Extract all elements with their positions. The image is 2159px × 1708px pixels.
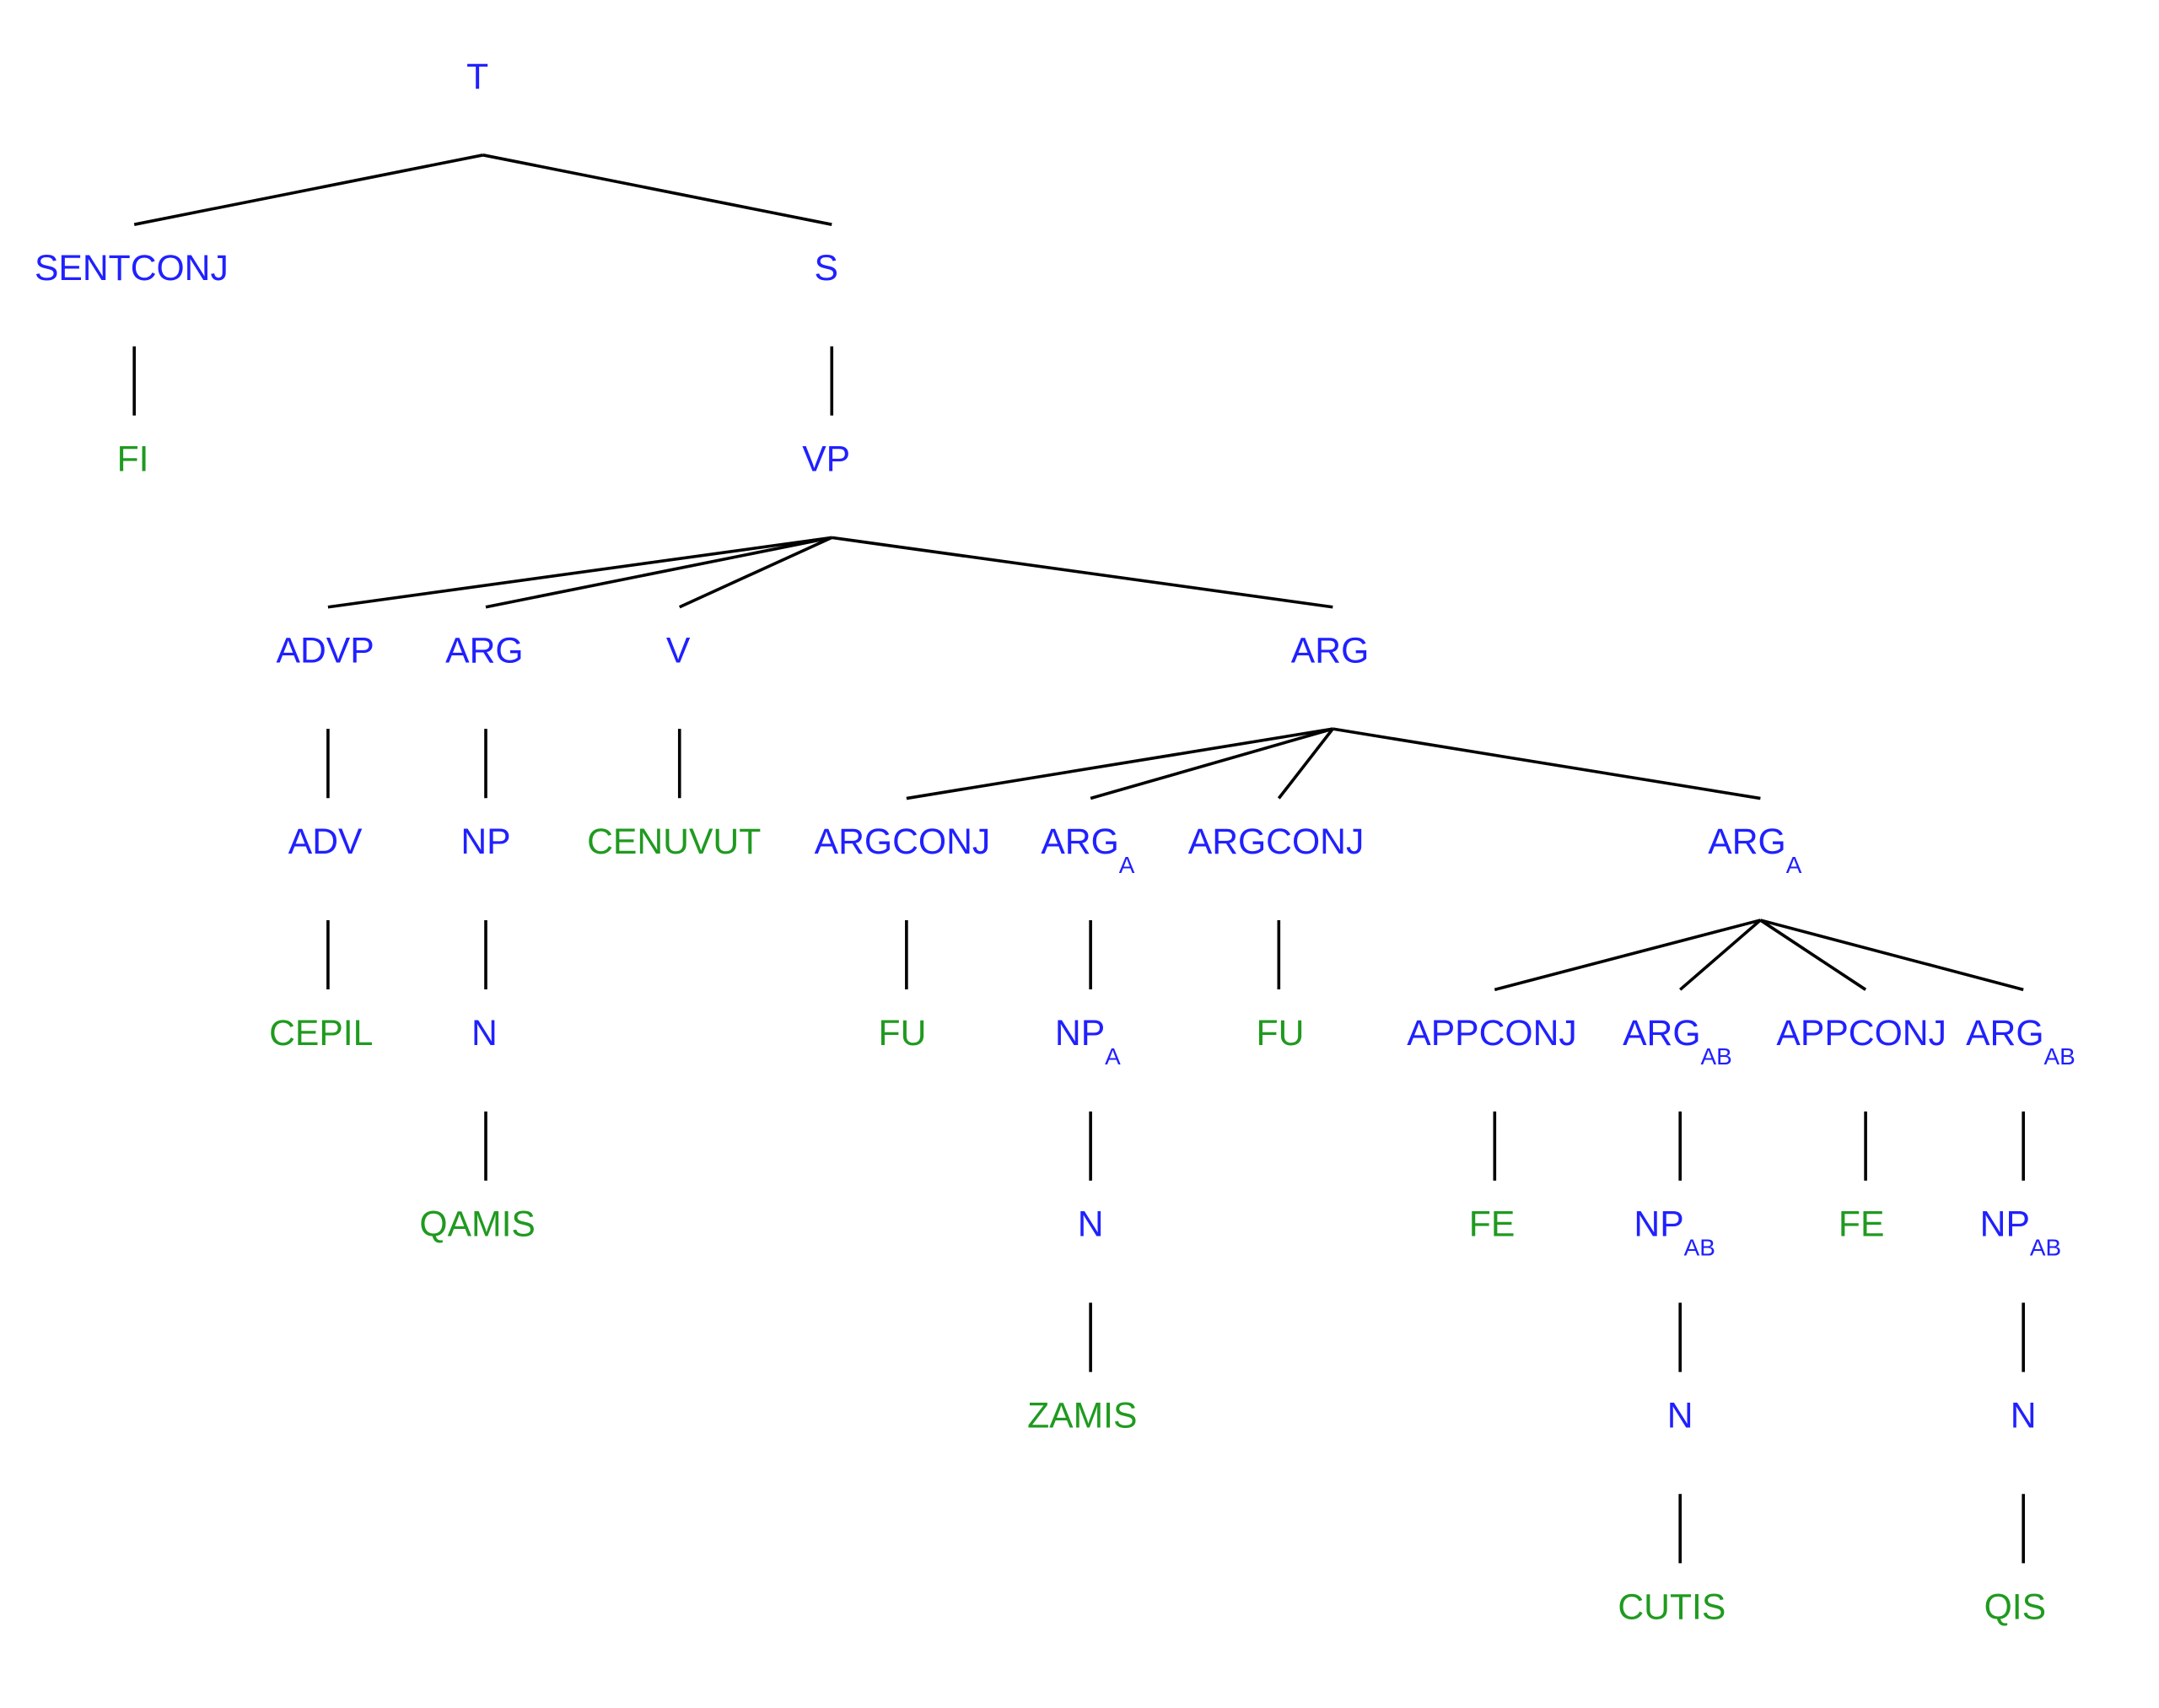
node-label-arg: ARGAB <box>1623 1013 1732 1070</box>
node-label-text: ARG <box>1041 822 1118 862</box>
node-label-n: N <box>1667 1396 1693 1436</box>
terminal-word-fi: FI <box>117 439 149 480</box>
node-label-text: ADVP <box>277 630 374 671</box>
node-label-text: N <box>1078 1204 1104 1245</box>
node-label-text: N <box>1667 1396 1693 1436</box>
tree-edge <box>1333 727 1761 800</box>
node-label-adv: ADV <box>288 822 363 862</box>
tree-labels: T SENTCONJ S FI VP ADVP ARG V ARG ADV NP CENUVUT ARG… <box>35 57 2076 1627</box>
node-label-n: N <box>471 1013 498 1053</box>
node-label-appconj: APPCONJ <box>1776 1013 1946 1053</box>
node-label-text: FU <box>1257 1013 1305 1053</box>
node-label-text: ARGCONJ <box>1188 822 1365 862</box>
tree-edge <box>678 536 833 609</box>
node-subscript: A <box>1786 852 1802 878</box>
node-label-arg: ARGAB <box>1966 1013 2076 1070</box>
node-label-appconj: APPCONJ <box>1407 1013 1576 1053</box>
node-label-v: V <box>666 630 691 671</box>
node-label-text: NP <box>1980 1204 2030 1245</box>
tree-edge <box>1277 728 1334 800</box>
node-subscript: AB <box>1684 1235 1715 1261</box>
node-label-n: N <box>1078 1204 1104 1245</box>
node-label-text: NP <box>460 822 510 862</box>
node-label-text: QAMIS <box>419 1204 535 1245</box>
node-label-text: ADV <box>288 822 363 862</box>
node-label-sentconj: SENTCONJ <box>35 248 229 288</box>
node-label-arg: ARG <box>1291 630 1369 671</box>
terminal-word-fu: FU <box>879 1013 927 1053</box>
node-label-text: SENTCONJ <box>35 248 229 288</box>
tree-edge <box>482 154 832 226</box>
node-label-text: T <box>466 57 488 97</box>
node-label-text: QIS <box>1984 1587 2046 1627</box>
node-label-np: NPAB <box>1634 1204 1715 1261</box>
node-label-text: FE <box>1839 1204 1885 1245</box>
node-label-vp: VP <box>802 439 850 480</box>
node-label-text: ARGCONJ <box>815 822 991 862</box>
node-label-text: ARG <box>1623 1013 1700 1053</box>
tree-edges <box>132 154 2025 1564</box>
node-label-argconj: ARGCONJ <box>815 822 991 862</box>
tree-edge <box>1759 919 1867 991</box>
tree-edge <box>133 154 484 226</box>
terminal-word-zamis: ZAMIS <box>1027 1396 1137 1436</box>
node-label-text: ARG <box>1966 1013 2043 1053</box>
node-label-text: CEPIL <box>269 1013 373 1053</box>
tree-edge <box>1759 919 2024 992</box>
node-label-text: APPCONJ <box>1407 1013 1576 1053</box>
node-label-text: ARG <box>1708 822 1785 862</box>
terminal-word-cepil: CEPIL <box>269 1013 373 1053</box>
terminal-word-fe: FE <box>1839 1204 1885 1245</box>
node-label-text: N <box>471 1013 498 1053</box>
terminal-word-qis: QIS <box>1984 1587 2046 1627</box>
node-label-arg: ARGA <box>1041 822 1134 878</box>
node-label-text: NP <box>1634 1204 1683 1245</box>
node-label-text: FE <box>1469 1204 1516 1245</box>
node-subscript: AB <box>2030 1235 2061 1261</box>
node-label-arg: ARGA <box>1708 822 1801 878</box>
node-label-advp: ADVP <box>277 630 374 671</box>
tree-edge <box>1090 727 1333 800</box>
node-label-text: ARG <box>1291 630 1369 671</box>
terminal-word-cenuvut: CENUVUT <box>587 822 761 862</box>
node-label-np: NP <box>460 822 510 862</box>
node-label-np: NPAB <box>1980 1204 2061 1261</box>
tree-edge <box>906 727 1333 800</box>
node-label-text: NP <box>1055 1013 1105 1053</box>
tree-edge <box>327 536 832 609</box>
node-label-text: CENUVUT <box>587 822 761 862</box>
node-label-text: FI <box>117 439 149 480</box>
node-label-text: ZAMIS <box>1027 1396 1137 1436</box>
node-label-n: N <box>2011 1396 2037 1436</box>
node-label-text: ARG <box>445 630 523 671</box>
node-label-argconj: ARGCONJ <box>1188 822 1365 862</box>
tree-edge <box>1494 919 1761 992</box>
terminal-word-qamis: QAMIS <box>419 1204 535 1245</box>
node-label-text: S <box>814 248 837 288</box>
node-label-arg: ARG <box>445 630 523 671</box>
tree-edge <box>1679 919 1762 991</box>
terminal-word-fe: FE <box>1469 1204 1516 1245</box>
node-label-text: FU <box>879 1013 927 1053</box>
node-subscript: AB <box>2044 1043 2076 1070</box>
tree-edge <box>832 536 1333 609</box>
node-label-text: CUTIS <box>1618 1587 1726 1627</box>
node-subscript: A <box>1105 1043 1121 1070</box>
tree-edge <box>485 536 832 609</box>
node-label-s: S <box>814 248 837 288</box>
node-label-text: VP <box>802 439 850 480</box>
node-subscript: AB <box>1701 1043 1732 1070</box>
node-label-text: APPCONJ <box>1776 1013 1946 1053</box>
node-label-t: T <box>466 57 488 97</box>
node-subscript: A <box>1119 852 1135 878</box>
terminal-word-cutis: CUTIS <box>1618 1587 1726 1627</box>
node-label-np: NPA <box>1055 1013 1121 1070</box>
terminal-word-fu: FU <box>1257 1013 1305 1053</box>
node-label-text: N <box>2011 1396 2037 1436</box>
node-label-text: V <box>666 630 691 671</box>
